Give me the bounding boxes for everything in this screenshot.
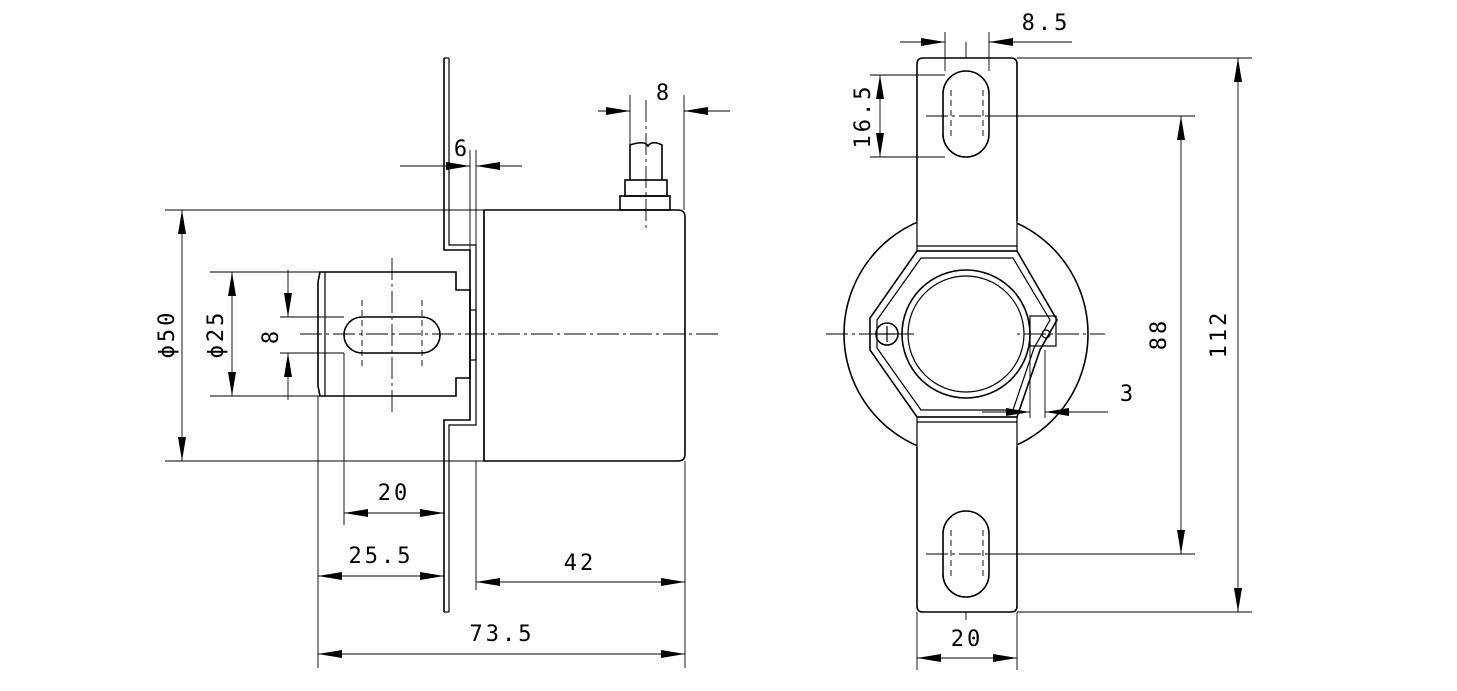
dim-flange-thickness: 6 [454,137,470,162]
dim-clamp-gap: 3 [1120,382,1136,407]
dim-hole-spacing: 88 [1147,318,1172,351]
screw [875,322,899,346]
bracket-bottom [916,447,1018,613]
dim-diameter-hub: ϕ25 [204,310,229,359]
clamp-plate [869,250,1058,418]
dim-hub-length: 25.5 [349,544,414,569]
side-view: ϕ50 ϕ25 8 6 8 20 25.5 42 73.5 [155,57,730,668]
dim-total-length: 73.5 [470,622,535,647]
dim-slot-offset: 20 [378,481,411,506]
dim-body-length: 42 [564,551,597,576]
dim-slot-width: 8 [259,328,284,344]
bracket-hole-top [942,70,990,158]
bracket-top [916,57,1018,221]
front-view: 8.5 16.5 88 112 20 3 [826,11,1252,670]
hub [317,271,471,397]
encoder-body [483,209,686,462]
dim-bracket-width: 20 [951,627,984,652]
dim-hole-length: 16.5 [851,84,876,149]
dim-cable-width: 8 [656,81,672,106]
dim-bracket-height: 112 [1207,310,1232,359]
cable [629,141,663,180]
cable-gland-base [619,195,671,211]
dim-hole-width: 8.5 [1022,11,1071,36]
dim-diameter-body: ϕ50 [155,310,180,359]
